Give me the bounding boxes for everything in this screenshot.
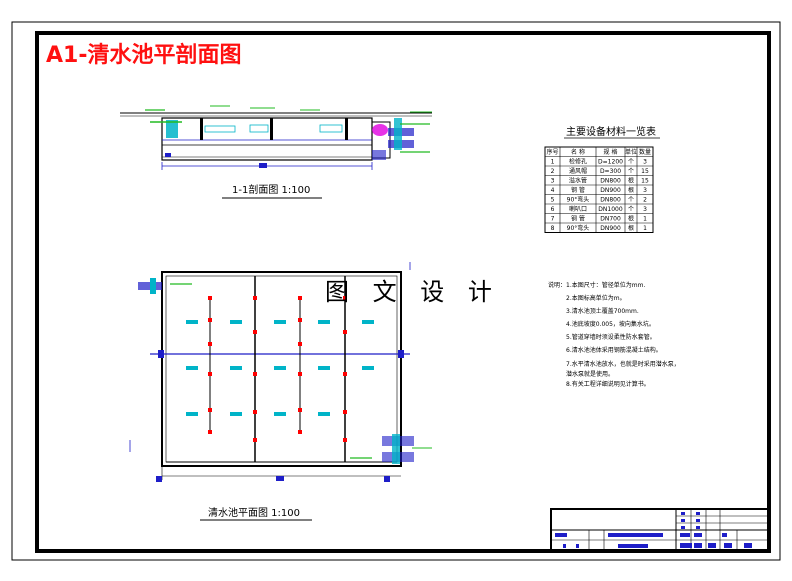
- table-cell: 8: [551, 225, 555, 232]
- table-cell: 1: [643, 225, 647, 232]
- notes-block: 说明： 1.本图尺寸：管径单位为mm. 2.本图标高单位为m。 3.清水池顶土覆…: [548, 281, 680, 388]
- table-cell: 5: [551, 197, 555, 204]
- table-cell: 溢水管: [569, 177, 587, 185]
- table-cell: 通风帽: [569, 167, 587, 175]
- table-header-cell: 单位: [625, 148, 637, 156]
- table-header-cell: 序号: [546, 148, 558, 156]
- table-cell: 3: [551, 178, 555, 185]
- note-item: 5.管道穿墙时须设柔性防水套管。: [566, 333, 656, 341]
- note-item: 2.本图标高单位为m。: [566, 294, 626, 302]
- table-cell: 检修孔: [569, 158, 587, 166]
- outer-border: [11, 21, 781, 561]
- table-cell: 根: [628, 186, 634, 194]
- table-cell: 个: [628, 168, 634, 175]
- note-item: 3.清水池顶土覆盖700mm.: [566, 307, 639, 315]
- table-cell: D=1200: [598, 159, 623, 166]
- table-cell: 钢 管: [571, 186, 585, 194]
- table-cell: 15: [641, 168, 649, 175]
- table-cell: 90°弯头: [567, 196, 590, 204]
- table-cell: DN800: [600, 197, 621, 204]
- table-header-cell: 规 格: [604, 148, 618, 156]
- section-view: [120, 105, 432, 170]
- table-cell: 喇叭口: [569, 205, 587, 213]
- notes-heading: 说明：: [548, 281, 566, 289]
- note-item: 4.池底坡度0.005，坡向集水坑。: [566, 320, 655, 328]
- note-item: 1.本图尺寸：管径单位为mm.: [566, 281, 645, 289]
- equipment-table-title: 主要设备材料一览表: [566, 125, 656, 138]
- plan-label: 清水池平面图 1:100: [208, 506, 300, 519]
- note-item: 6.清水池池体采用钢筋混凝土结构。: [566, 346, 662, 354]
- table-cell: 个: [628, 159, 634, 166]
- table-cell: DN800: [600, 178, 621, 185]
- note-item: 7.水平清水池放水，也就是时采用潜水泵，: [566, 360, 680, 368]
- drawing-title: A1-清水池平剖面图: [46, 42, 241, 68]
- title-block: [550, 508, 770, 552]
- table-cell: DN700: [600, 216, 621, 223]
- plan-view: [129, 262, 432, 482]
- table-cell: 2: [551, 168, 555, 175]
- table-cell: 个: [628, 197, 634, 204]
- table-cell: 3: [643, 159, 647, 166]
- table-cell: 根: [628, 224, 634, 232]
- table-cell: 1: [643, 216, 647, 223]
- table-cell: 2: [643, 197, 647, 204]
- note-item: 潜水泵就是使用。: [566, 370, 614, 378]
- table-cell: 1: [551, 159, 555, 166]
- watermark-text: 图 文 设 计: [325, 278, 500, 306]
- table-cell: DN900: [600, 187, 621, 194]
- table-cell: 3: [643, 206, 647, 213]
- table-cell: 个: [628, 206, 634, 213]
- table-cell: DN1000: [598, 206, 623, 213]
- note-item: 8.有关工程详细说明见计算书。: [566, 380, 650, 388]
- table-cell: 3: [643, 187, 647, 194]
- table-cell: 钢 管: [571, 215, 585, 223]
- table-header-cell: 名 称: [571, 148, 585, 156]
- table-cell: 7: [551, 216, 555, 223]
- table-cell: 15: [641, 178, 649, 185]
- table-header-cell: 数量: [639, 148, 651, 156]
- table-cell: D=300: [600, 168, 621, 175]
- inner-frame: [35, 31, 771, 553]
- section-label: 1-1剖面图 1:100: [232, 183, 310, 196]
- table-cell: 6: [551, 206, 555, 213]
- table-cell: 4: [551, 187, 555, 194]
- table-cell: 根: [628, 215, 634, 223]
- table-cell: 根: [628, 177, 634, 185]
- table-cell: 90°弯头: [567, 224, 590, 232]
- table-cell: DN900: [600, 225, 621, 232]
